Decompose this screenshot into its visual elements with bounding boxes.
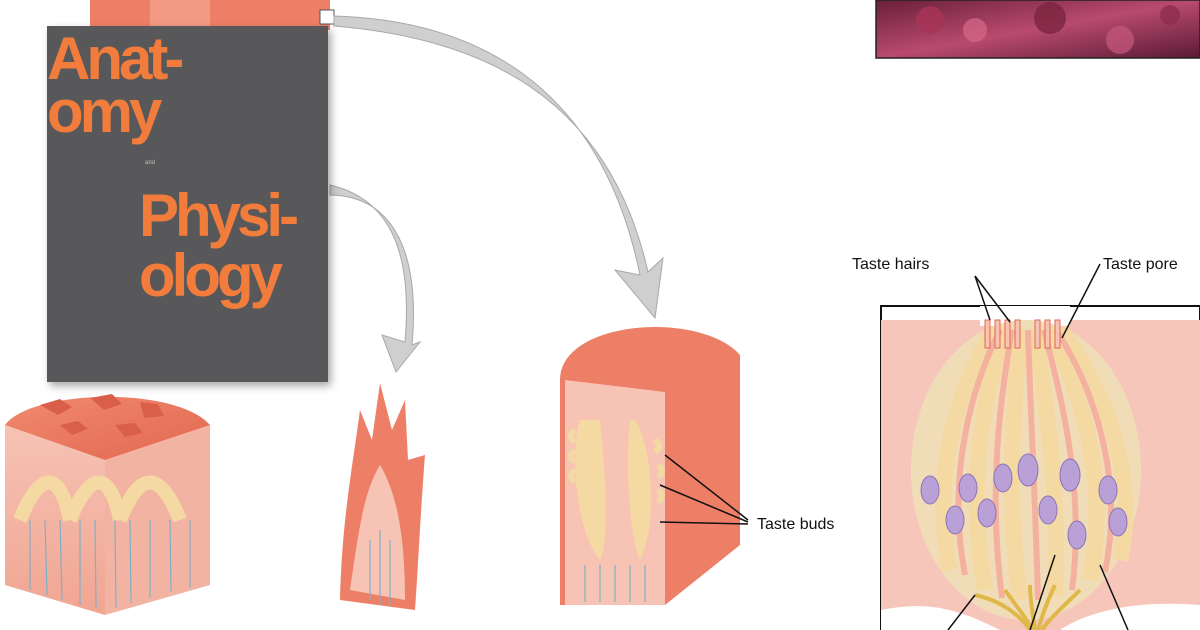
label-taste-hairs: Taste hairs — [852, 256, 930, 273]
book-title-line4: ology — [139, 242, 283, 309]
label-taste-pore: Taste pore — [1103, 256, 1178, 273]
book-title-line1: Anat- — [47, 26, 184, 92]
arrow-large — [333, 15, 664, 320]
arrow-small — [329, 184, 422, 373]
filiform-papilla — [340, 383, 425, 610]
book-cover: Anat- omy and Physi- ology — [47, 26, 328, 382]
micrograph-image — [875, 0, 1200, 59]
book-title-connector: and — [145, 160, 156, 166]
book-title-line2: omy — [47, 78, 162, 145]
circumvallate-papilla-block — [560, 327, 749, 605]
taste-bud-detail — [880, 263, 1200, 630]
tongue-edge — [90, 0, 335, 30]
book-title-line3: Physi- — [139, 182, 299, 249]
label-taste-buds: Taste buds — [757, 516, 835, 533]
tongue-surface-block — [5, 394, 210, 615]
